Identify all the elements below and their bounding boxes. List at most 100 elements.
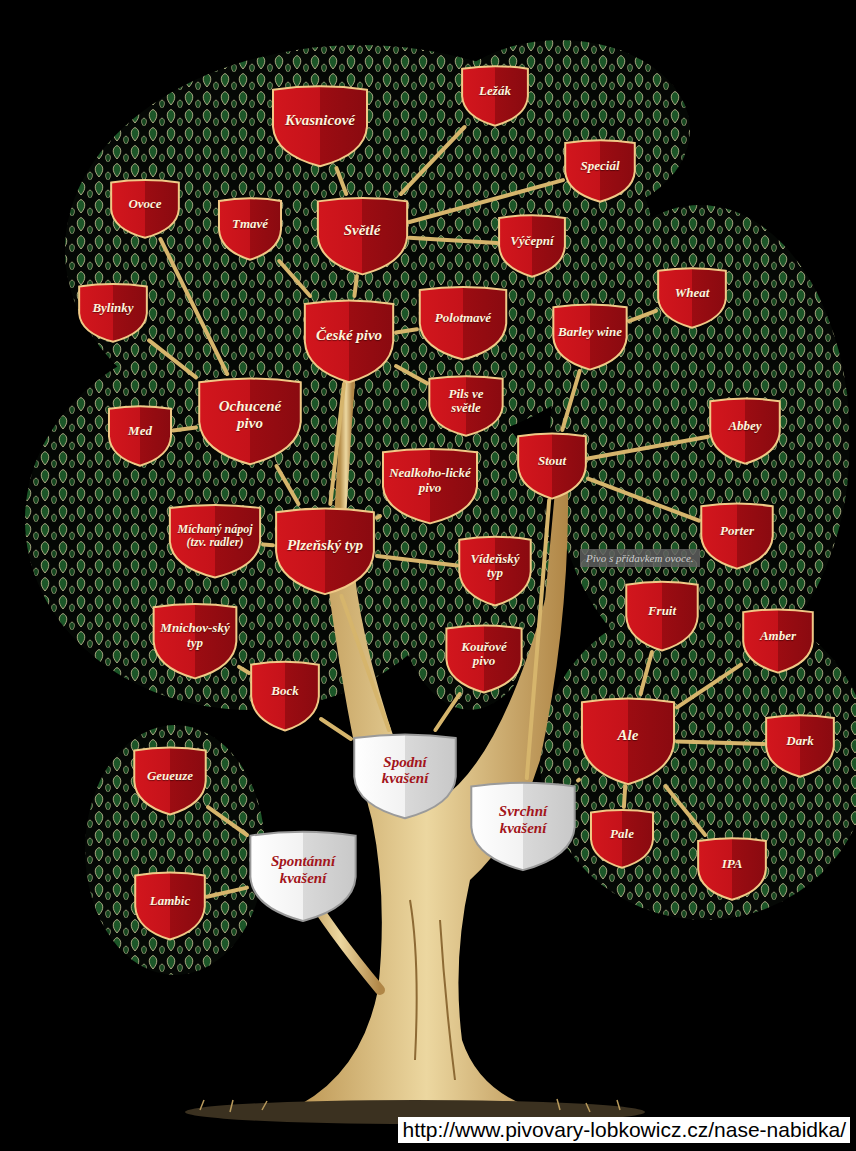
beer-style-shield: Speciál <box>563 137 637 203</box>
beer-style-label: Fruit <box>648 604 676 618</box>
beer-style-shield: Wheat <box>656 265 728 329</box>
beer-style-label: Med <box>128 424 152 438</box>
shield-text-area: Spontánní kvašení <box>257 837 349 903</box>
fermentation-label: Spodní kvašení <box>361 754 449 787</box>
fermentation-label: Spontánní kvašení <box>257 853 349 886</box>
branch-connector <box>160 239 227 374</box>
branch-connector <box>377 516 380 518</box>
shield-text-area: Bylinky <box>83 287 143 330</box>
beer-style-label: Ovoce <box>128 197 161 211</box>
beer-style-shield: Ležák <box>460 63 530 127</box>
tooltip-note: Pivo s přídavkem ovoce. <box>580 549 700 567</box>
beer-style-shield: Kouřové pivo <box>444 622 524 694</box>
beer-style-label: Tmavé <box>232 217 268 231</box>
shield-text-area: Světlé <box>324 202 401 259</box>
beer-style-label: Speciál <box>581 159 620 173</box>
fermentation-label: Svrchní kvašení <box>478 803 568 836</box>
branch-connector <box>665 786 705 835</box>
beer-style-label: Nealkoho-lické pivo <box>389 466 471 495</box>
branch-connector <box>588 437 708 459</box>
beer-style-shield: Světlé <box>315 194 410 276</box>
branch-connector <box>377 556 457 565</box>
shield-text-area: Dark <box>770 719 830 765</box>
beer-style-label: Bylinky <box>92 301 133 315</box>
shield-text-area: Fruit <box>631 585 693 636</box>
beer-style-shield: Dark <box>764 712 836 778</box>
branch-connector <box>629 311 656 321</box>
shield-text-area: IPA <box>702 842 762 888</box>
beer-style-shield: Bylinky <box>77 281 149 343</box>
beer-style-label: Geueuze <box>147 769 193 783</box>
beer-style-label: Ochucené pivo <box>206 398 294 431</box>
branch-connector <box>354 276 357 296</box>
branch-connector <box>562 371 579 430</box>
shield-text-area: Wheat <box>662 271 722 315</box>
shield-text-area: Svrchní kvašení <box>478 787 568 852</box>
fermentation-shield: Svrchní kvašení <box>468 778 578 872</box>
beer-style-shield: Výčepní <box>497 212 567 278</box>
branch-connector <box>401 127 465 194</box>
beer-style-label: Wheat <box>675 286 710 300</box>
shield-text-area: Ochucené pivo <box>206 383 294 447</box>
branch-connector <box>149 340 196 377</box>
shield-text-area: Kvasnicové <box>279 91 361 150</box>
beer-style-shield: Ochucené pivo <box>196 374 304 466</box>
beer-style-shield: Barley wine <box>551 301 629 371</box>
beer-style-shield: Ovoce <box>109 177 181 239</box>
shield-text-area: Ovoce <box>115 183 175 226</box>
beer-style-shield: Tmavé <box>217 195 283 261</box>
beer-style-label: Plzeňský typ <box>287 537 363 554</box>
beer-style-label: České pivo <box>316 327 382 344</box>
beer-style-label: Amber <box>760 629 796 643</box>
beer-style-label: Dark <box>786 734 813 748</box>
beer-style-label: Abbey <box>728 419 761 433</box>
shield-text-area: Polotmavé <box>425 291 501 345</box>
shield-text-area: Nealkoho-lické pivo <box>389 453 471 508</box>
shield-text-area: Kouřové pivo <box>451 629 517 679</box>
branch-connector <box>207 888 247 897</box>
shield-text-area: Vídeňský typ <box>464 540 526 591</box>
beer-style-shield: Bock <box>249 658 321 732</box>
shield-text-area: Bock <box>255 665 315 716</box>
beer-style-shield: Mnichov-ský typ <box>151 600 239 680</box>
beer-style-shield: Fruit <box>624 578 700 652</box>
branch-connector <box>677 741 764 744</box>
beer-style-shield: Pale <box>589 807 655 869</box>
shield-text-area: Míchaný nápoj (tzv. radler) <box>176 509 254 563</box>
branch-connector <box>277 466 299 504</box>
beer-style-shield: IPA <box>696 835 768 901</box>
beer-style-label: Lambic <box>150 894 190 908</box>
branch-connector <box>239 667 249 673</box>
branch-connector <box>641 652 652 694</box>
source-url: http://www.pivovary-lobkowicz.cz/nase-na… <box>398 1117 850 1143</box>
beer-style-shield: Amber <box>741 606 815 674</box>
beer-style-label: Kvasnicové <box>285 112 355 129</box>
beer-style-shield: Stout <box>516 430 588 500</box>
beer-style-label: Barley wine <box>558 325 622 339</box>
beer-style-shield: Med <box>107 403 173 467</box>
shield-text-area: Porter <box>706 507 768 555</box>
beer-style-label: Míchaný nápoj (tzv. radler) <box>176 523 254 549</box>
shield-text-area: České pivo <box>310 305 388 366</box>
branch-connector <box>321 719 351 739</box>
beer-style-label: Kouřové pivo <box>451 640 517 669</box>
branch-connector <box>677 665 741 708</box>
shield-text-area: Geueuze <box>139 751 201 801</box>
beer-style-shield: Pils ve světle <box>427 373 505 437</box>
beer-style-label: Mnichov-ský typ <box>159 621 231 650</box>
beer-style-label: Ale <box>618 727 639 744</box>
beer-style-label: Polotmavé <box>435 311 491 325</box>
beer-style-shield: Abbey <box>708 395 782 465</box>
branch-connector <box>341 596 389 730</box>
beer-style-shield: Geueuze <box>132 744 208 816</box>
beer-style-shield: Lambic <box>133 869 207 941</box>
beer-style-label: Pale <box>610 827 634 841</box>
beer-style-label: IPA <box>722 857 743 871</box>
branch-connector <box>279 261 310 296</box>
shield-text-area: Lambic <box>140 876 200 926</box>
beer-style-shield: Polotmavé <box>417 283 509 361</box>
beer-style-shield: Plzeňský typ <box>273 504 377 596</box>
shield-text-area: Med <box>113 409 167 453</box>
beer-style-label: Bock <box>271 684 298 698</box>
